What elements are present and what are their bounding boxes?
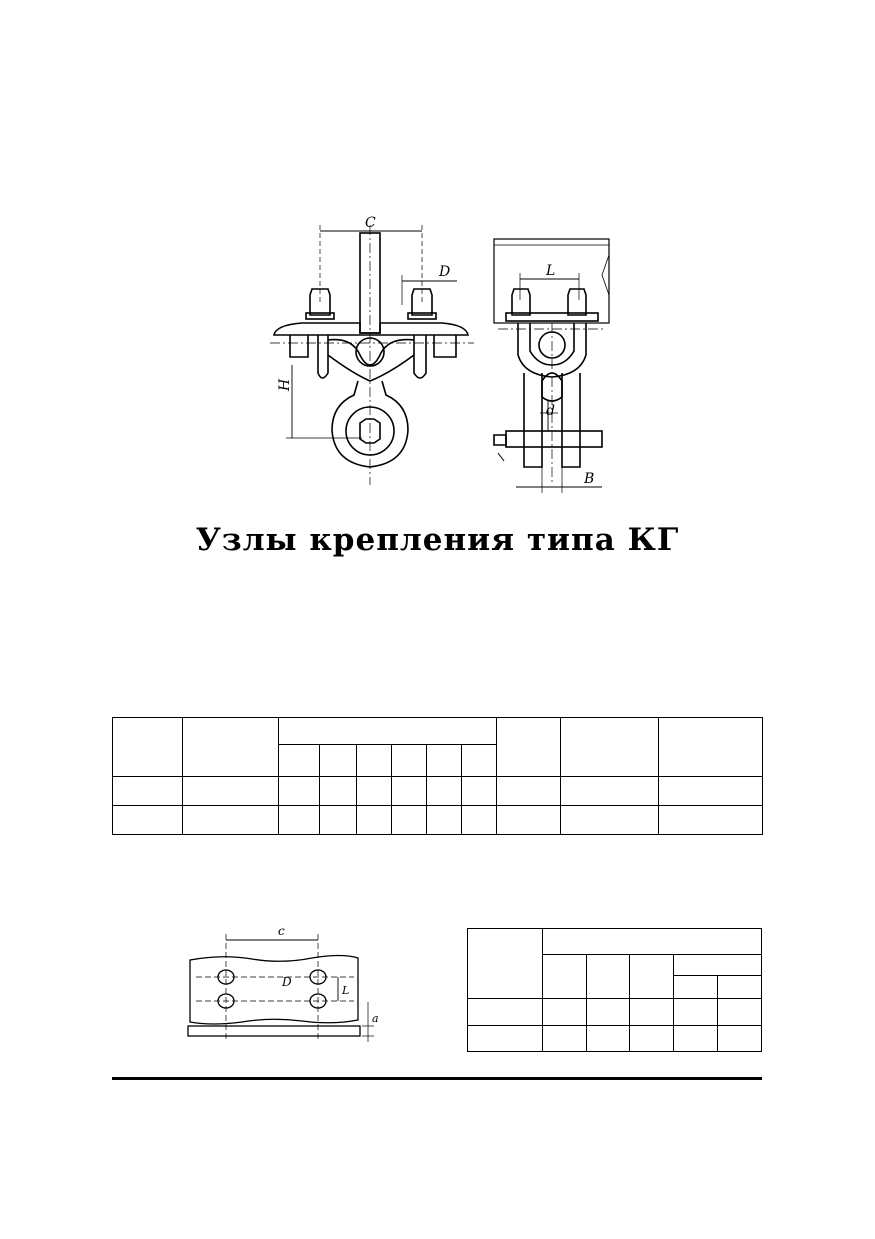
dim-label-l: L	[545, 263, 555, 279]
header-subcell	[629, 954, 674, 999]
main-drawing: C D H L d B	[270, 215, 610, 493]
plate-drawing: c D L a	[187, 924, 379, 1042]
dim-label-h: H	[277, 378, 293, 392]
table-row	[467, 1025, 763, 1052]
table-row	[112, 776, 764, 806]
table-row	[467, 998, 763, 1026]
header-cell	[658, 717, 764, 777]
header-subcell	[716, 975, 763, 999]
dim-label-d-small: d	[546, 403, 555, 419]
plate-dim-label-l: L	[341, 984, 349, 997]
header-subcell	[586, 954, 630, 999]
spec-table	[112, 717, 764, 835]
dim-label-d: D	[438, 264, 450, 280]
header-subcell	[673, 975, 718, 999]
header-cell-group	[277, 717, 498, 745]
header-subcell	[426, 744, 462, 777]
header-cell	[467, 928, 543, 999]
header-cell	[560, 717, 660, 777]
plate-dim-label-a: a	[372, 1012, 379, 1025]
header-subcell	[278, 744, 320, 777]
header-subcell-group	[672, 954, 763, 976]
header-cell	[182, 717, 279, 777]
header-cell	[112, 717, 183, 777]
plate-table	[467, 928, 763, 1052]
dim-label-c: C	[365, 215, 376, 231]
table-row	[112, 805, 764, 835]
header-subcell	[319, 744, 357, 777]
header-subcell	[460, 744, 498, 777]
plate-dim-label-c: c	[278, 924, 285, 938]
header-cell-group	[541, 928, 763, 955]
bottom-rule	[112, 1077, 762, 1080]
header-subcell	[356, 744, 392, 777]
header-cell	[496, 717, 562, 777]
header-subcell	[391, 744, 427, 777]
plate-dim-label-d: D	[281, 975, 292, 989]
page-title: Узлы крепления типа КГ	[195, 522, 680, 558]
header-subcell	[542, 954, 587, 999]
dim-label-b: B	[583, 471, 594, 487]
